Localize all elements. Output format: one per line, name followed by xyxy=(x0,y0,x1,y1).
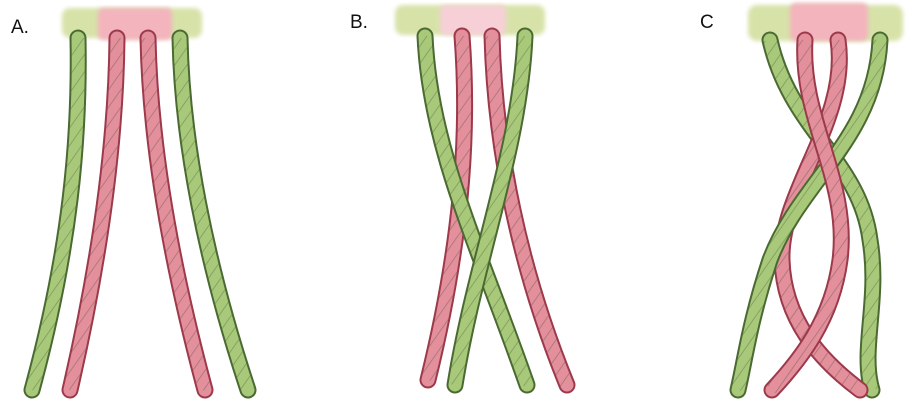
panel-b xyxy=(395,5,567,385)
panel-a xyxy=(32,8,248,390)
panel-c xyxy=(738,3,903,390)
